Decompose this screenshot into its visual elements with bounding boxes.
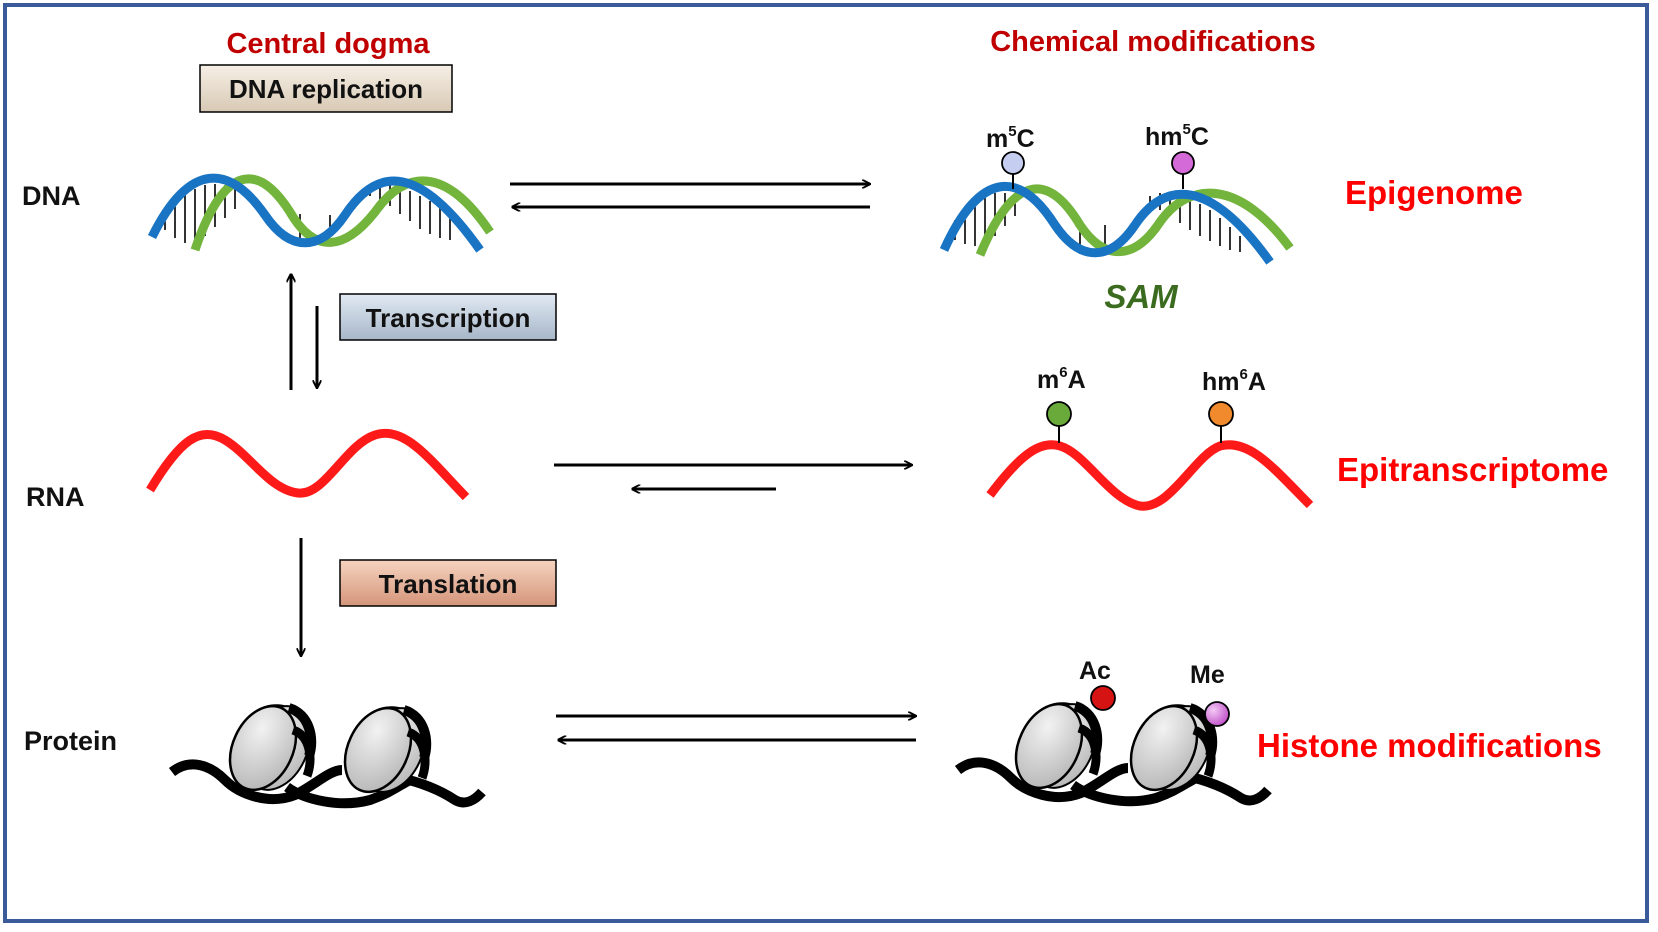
nucleosomes-left <box>168 695 486 809</box>
m5c-marker <box>1001 151 1025 175</box>
chemical-modifications-header: Chemical modifications <box>990 26 1316 58</box>
dna-replication-box <box>199 64 453 113</box>
rna-strand-right <box>986 440 1314 511</box>
rna-row-label: RNA <box>26 482 85 512</box>
hm5c-label: hm5C <box>1145 121 1209 151</box>
histone-modifications-label: Histone modifications <box>1257 727 1602 764</box>
acetyl-marker <box>1090 685 1116 711</box>
m6a-label: m6A <box>1037 364 1086 394</box>
translation-box <box>339 559 557 607</box>
epitranscriptome-label: Epitranscriptome <box>1337 451 1608 488</box>
rna-strand-left <box>146 428 470 501</box>
translation-label: Translation <box>379 569 518 599</box>
hm5c-marker <box>1171 151 1195 175</box>
dna-helix-right <box>939 151 1294 265</box>
me-label: Me <box>1190 661 1225 689</box>
dna-row-label: DNA <box>22 181 81 211</box>
ac-label: Ac <box>1079 657 1111 685</box>
dna-helix-left <box>147 173 494 253</box>
nucleosomes-right <box>954 693 1272 807</box>
m6a-marker <box>1046 401 1072 427</box>
transcription-box <box>339 293 557 341</box>
hm6a-label: hm6A <box>1202 366 1266 396</box>
hm6a-marker <box>1208 401 1234 427</box>
methyl-marker <box>1204 701 1230 727</box>
m5c-label: m5C <box>986 123 1035 153</box>
epigenome-label: Epigenome <box>1345 174 1523 211</box>
sam-label: SAM <box>1104 278 1179 315</box>
transcription-label: Transcription <box>366 303 531 333</box>
protein-row-label: Protein <box>24 726 117 756</box>
dna-replication-label: DNA replication <box>229 74 423 104</box>
central-dogma-header: Central dogma <box>226 28 430 60</box>
diagram-frame <box>3 3 1649 923</box>
